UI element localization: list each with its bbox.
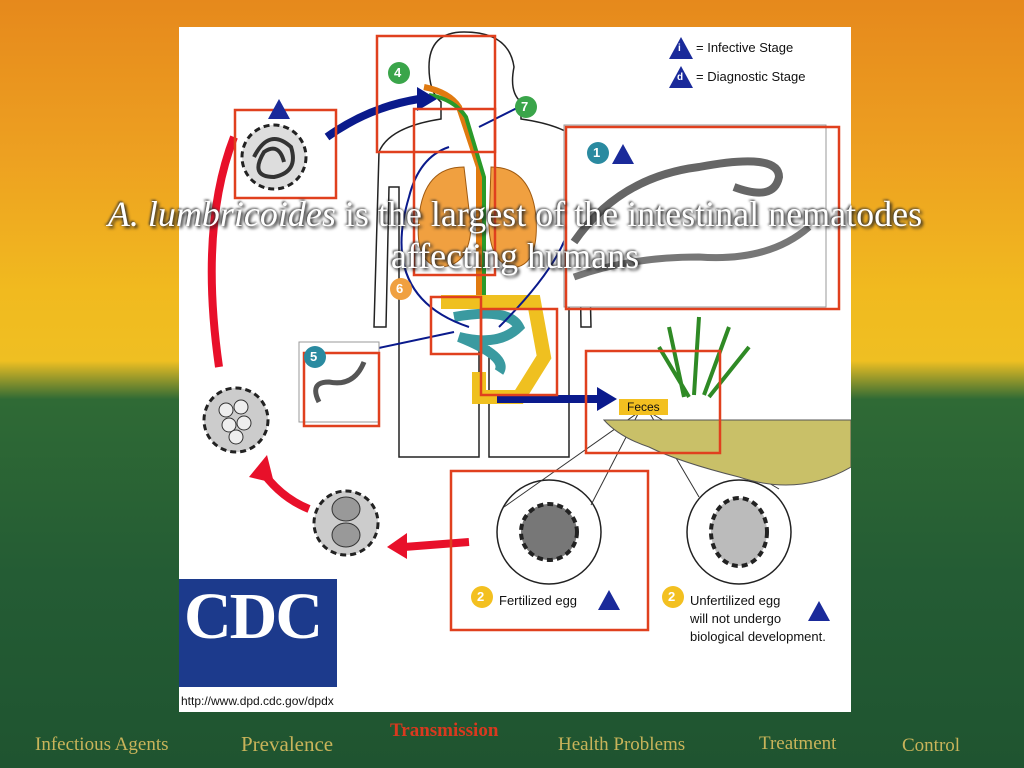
nav-transmission[interactable]: Transmission (390, 720, 499, 741)
legend-diagnostic: = Diagnostic Stage (696, 69, 806, 84)
slide-title: A. lumbricoides is the largest of the in… (80, 193, 950, 277)
title-species: A. lumbricoides (107, 194, 336, 234)
intestine-small (453, 308, 526, 375)
soil (602, 419, 851, 486)
cdc-logo-text: CDC (184, 580, 323, 653)
egg-embryonated (202, 386, 270, 454)
egg-two-cell (312, 489, 380, 557)
nav-health-problems[interactable]: Health Problems (558, 734, 686, 755)
unfertilized-line2: will not undergo (690, 611, 782, 626)
lung-left (417, 166, 472, 268)
egg-fertilized (496, 479, 602, 585)
intestine-large (441, 295, 552, 404)
egg-infective (240, 123, 308, 191)
stage-5-label: 5 (310, 349, 318, 364)
stage-2b-label: 2 (668, 589, 676, 604)
infective-symbol: i (678, 43, 681, 54)
lifecycle-diagram: 4 7 1 6 5 2 2 i = Infective Stage d = Di… (179, 27, 851, 712)
nav-treatment[interactable]: Treatment (759, 733, 837, 754)
stage-6-label: 6 (396, 281, 404, 296)
cdc-tagline: SAFER·HEALTHIER·PEOPLE™ (181, 679, 300, 688)
fertilized-egg-label: Fertilized egg (499, 593, 578, 608)
cdc-logo (179, 579, 337, 687)
nav-infectious-agents[interactable]: Infectious Agents (35, 734, 169, 755)
legend-infective: = Infective Stage (696, 40, 794, 55)
nav-control[interactable]: Control (902, 735, 961, 756)
diagnostic-symbol: d (677, 72, 684, 83)
egg-unfertilized (686, 479, 792, 585)
unfertilized-line1: Unfertilized egg (690, 593, 781, 608)
title-rest: is the largest of the intestinal nematod… (335, 194, 923, 276)
stage-2-label: 2 (477, 589, 485, 604)
unfertilized-line3: biological development. (690, 629, 826, 644)
stage-4-label: 4 (394, 65, 402, 80)
stage-1-label: 1 (593, 145, 601, 160)
nav-prevalence[interactable]: Prevalence (241, 732, 334, 756)
feces-label: Feces (619, 399, 668, 415)
stage-7-label: 7 (521, 99, 529, 114)
cdc-url[interactable]: http://www.dpd.cdc.gov/dpdx (181, 694, 334, 708)
